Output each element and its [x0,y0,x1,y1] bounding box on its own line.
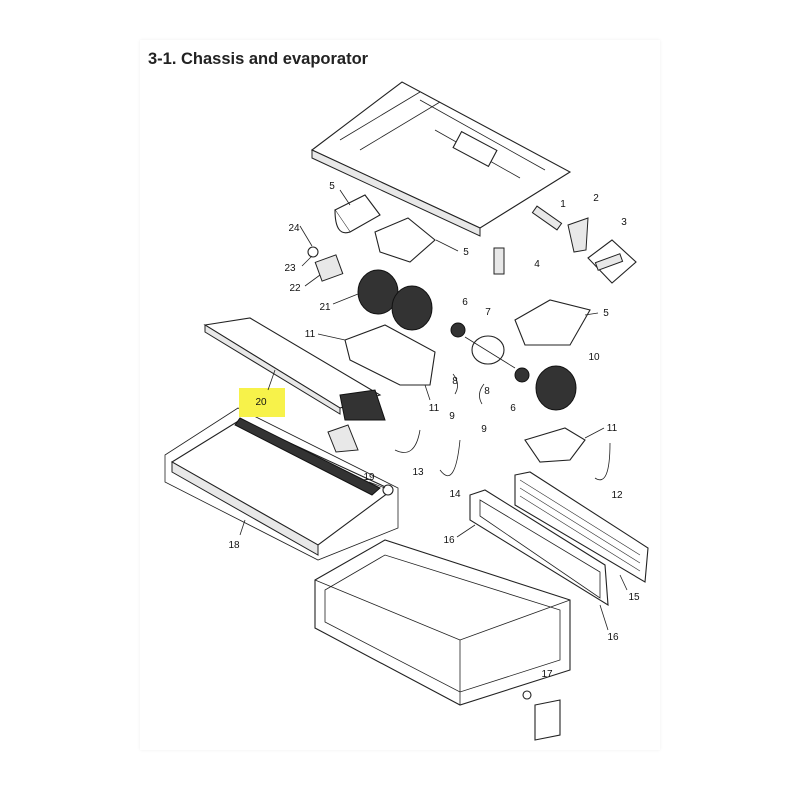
callout-15: 15 [628,592,640,603]
callout-21: 21 [319,302,331,313]
callout-8a: 8 [452,376,458,387]
blower-housing-right [514,299,591,463]
part-1 [531,205,563,231]
callout-18: 18 [228,540,240,551]
callout-11a: 11 [305,329,316,340]
blower-housing-left [334,194,436,263]
callout-19: 19 [363,472,375,483]
callout-labels: 1 2 3 4 5 5 5 6 6 7 8 8 9 9 10 11 11 11 … [228,181,640,680]
callout-20: 20 [255,397,267,408]
wire-13 [394,429,421,453]
callout-7: 7 [485,307,491,318]
callout-23: 23 [284,263,296,274]
bushing-6a [450,322,466,338]
callout-12: 12 [611,490,623,501]
fan-wheel-right [391,285,433,331]
callout-6b: 6 [510,403,516,414]
bracket [327,424,359,453]
callout-14: 14 [449,489,461,500]
callout-9a: 9 [449,411,455,422]
filter-frame [469,489,609,607]
part-17 [534,699,561,741]
grille [514,471,649,583]
callout-13: 13 [412,467,424,478]
drain-plug [382,484,394,496]
bushing-6b [514,367,530,383]
callout-17: 17 [541,669,553,680]
top-cover-side [311,149,481,237]
callout-11b: 11 [429,403,440,414]
callout-2: 2 [593,193,599,204]
evaporator-pipes [339,389,386,421]
callout-1: 1 [560,199,566,210]
highlight-part-20 [239,388,285,417]
callout-16b: 16 [607,632,619,643]
part-22 [314,254,344,282]
callout-8b: 8 [484,386,490,397]
callout-22: 22 [289,283,301,294]
fan-motor [471,335,505,365]
part-4 [493,247,505,275]
callout-16a: 16 [443,535,455,546]
callout-5b: 5 [463,247,469,258]
leader-lines [239,189,628,631]
part-23 [307,246,319,258]
chassis [314,539,571,706]
callout-5a: 5 [329,181,335,192]
page-title: 3-1. Chassis and evaporator [148,50,369,68]
scroll-casing [344,324,436,386]
callout-3: 3 [621,217,627,228]
fan-wheel-10 [535,365,577,411]
callout-6a: 6 [462,297,468,308]
callout-4: 4 [534,259,540,270]
callout-9b: 9 [481,424,487,435]
part-2 [567,217,589,253]
wire-12 [594,442,611,481]
wire-14 [439,439,461,477]
callout-24: 24 [288,223,300,234]
callout-5c: 5 [603,308,609,319]
callout-11c: 11 [607,423,618,434]
callout-10: 10 [588,352,600,363]
